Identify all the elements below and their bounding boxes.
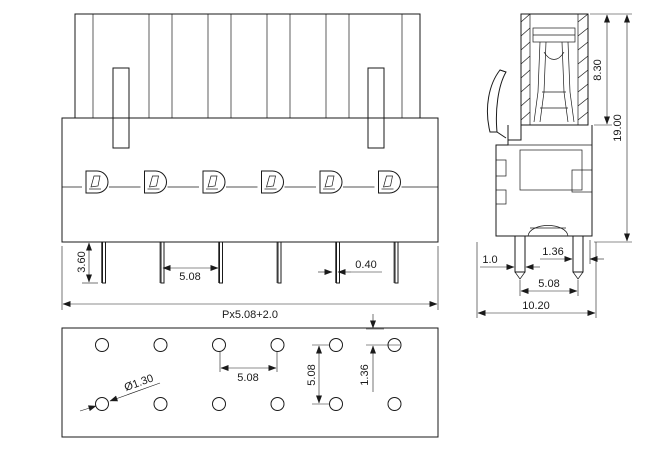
dim-pcb-pitch-x: 5.08: [219, 352, 278, 384]
side-pin-right: [572, 235, 584, 273]
label-pcb-pitch-x: 5.08: [237, 372, 258, 384]
label-pin-width: 0.40: [355, 259, 376, 271]
label-overall-length: Px5.08+2.0: [222, 309, 278, 321]
label-pin-thickness: 1.0: [482, 254, 497, 266]
right-latch-post: [367, 67, 385, 149]
left-latch-post: [112, 67, 130, 149]
label-overall-depth: 10.20: [522, 300, 550, 312]
pcb-hole: [270, 397, 285, 411]
dim-hole-diameter: Ø1.30: [79, 372, 161, 412]
dim-total-height: 19.00: [594, 13, 632, 243]
dim-pin-offset: 1.36: [540, 240, 604, 264]
pcb-layout-view: Ø1.30 5.08 5.08 1.36: [61, 314, 439, 438]
pin: [219, 241, 223, 284]
side-view: 8.30 19.00 1.0 1.36 5.08: [476, 13, 632, 318]
front-pins: [101, 241, 399, 284]
side-plug-housing: [507, 13, 589, 141]
dim-pin-height: 3.60: [76, 241, 98, 284]
screw-terminal: [202, 170, 226, 194]
label-pin-height: 3.60: [76, 251, 88, 272]
label-side-pitch: 5.08: [538, 278, 559, 290]
pin: [336, 241, 340, 284]
pcb-hole: [95, 397, 109, 411]
pcb-outline: [61, 327, 439, 438]
pcb-hole: [212, 397, 226, 411]
dim-pcb-offset: 1.36: [359, 314, 400, 392]
pcb-hole: [212, 338, 226, 352]
dim-overall-length: Px5.08+2.0: [61, 246, 439, 321]
label-pcb-offset: 1.36: [359, 364, 371, 385]
front-view: 3.60 5.08 0.40 Px5.08+2.0: [61, 13, 439, 321]
screw-terminal: [85, 170, 109, 194]
pin: [160, 241, 165, 284]
label-pcb-pitch-y: 5.08: [306, 364, 318, 385]
pcb-hole: [153, 338, 168, 352]
pcb-hole: [153, 397, 168, 411]
side-contact-spring: [533, 41, 575, 123]
dim-pin-thickness: 1.0: [480, 254, 540, 270]
screw-terminal: [378, 170, 401, 194]
screw-terminal: [261, 170, 284, 194]
pin: [394, 241, 399, 284]
screw-terminals: [62, 170, 438, 194]
dim-side-pitch: 5.08: [519, 278, 579, 296]
pcb-hole: [329, 338, 343, 352]
pcb-holes: [95, 338, 402, 411]
dim-pin-width: 0.40: [318, 259, 382, 275]
dim-pcb-pitch-y: 5.08: [306, 344, 330, 405]
label-total-height: 19.00: [612, 114, 624, 142]
pcb-hole: [95, 338, 109, 352]
screw-terminal: [319, 170, 343, 194]
label-upper-height: 8.30: [592, 59, 604, 80]
pcb-hole: [387, 397, 402, 411]
screw-terminal: [144, 170, 167, 194]
pcb-hole: [270, 338, 285, 352]
side-pin-left: [514, 235, 526, 273]
front-body: [61, 117, 439, 243]
pin: [102, 241, 106, 284]
dim-overall-depth: 10.20: [476, 242, 597, 318]
dim-upper-height: 8.30: [590, 13, 612, 126]
dim-front-pitch: 5.08: [162, 265, 219, 283]
pin: [277, 241, 282, 284]
side-socket-housing: [495, 125, 593, 237]
label-front-pitch: 5.08: [179, 271, 200, 283]
pcb-hole: [329, 397, 343, 411]
side-release-lever: [486, 69, 507, 139]
label-pin-offset: 1.36: [542, 246, 563, 258]
